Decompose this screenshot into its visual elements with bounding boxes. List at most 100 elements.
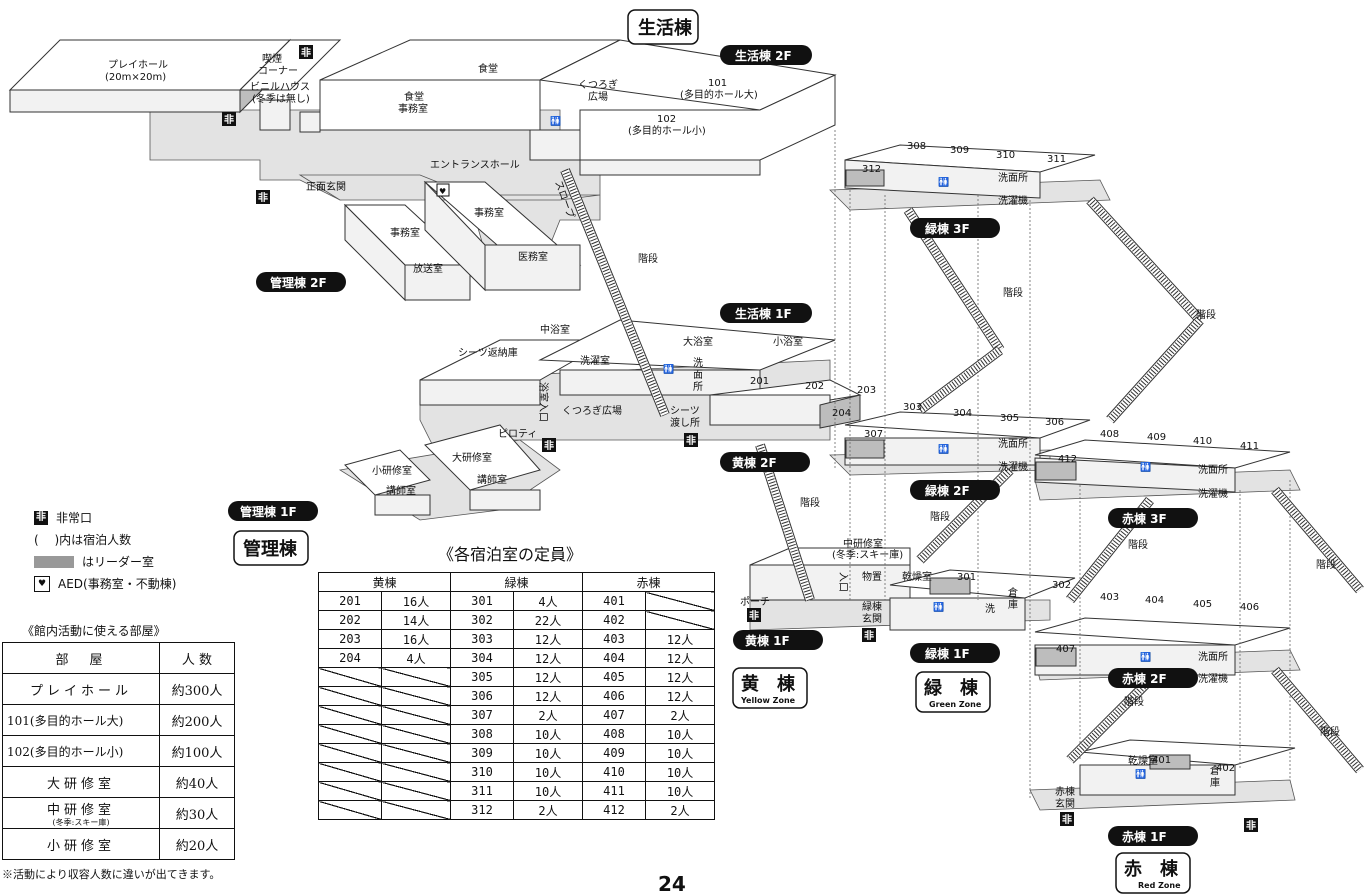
label-hall-101: 101 xyxy=(708,78,727,89)
label-washroom-3: 所 xyxy=(693,381,703,393)
room-number-cell: 310 xyxy=(450,762,514,782)
capacity-cell xyxy=(381,762,451,782)
svg-text:生活棟: 生活棟 xyxy=(638,17,693,39)
capacity-cell: 12人 xyxy=(645,667,715,687)
label-kutsurogi-2f-2: 広場 xyxy=(588,90,608,103)
label-stairs-main: 階段 xyxy=(638,252,658,265)
capacity-header-row: 黄棟 緑棟 赤棟 xyxy=(318,572,715,592)
svg-text:非: 非 xyxy=(1062,813,1072,826)
room-number-cell: 405 xyxy=(582,667,646,687)
svg-text:Yellow Zone: Yellow Zone xyxy=(740,696,796,705)
room-number-cell: 407 xyxy=(582,705,646,725)
label-storage: 物置 xyxy=(862,570,882,583)
room-number-cell: 404 xyxy=(582,648,646,668)
room-number-cell: 302 xyxy=(450,610,514,630)
label-office-b: 事務室 xyxy=(474,206,504,219)
exit-icon: 非 xyxy=(747,608,761,622)
label-drying-red: 乾燥室 xyxy=(1128,754,1158,767)
room-number-cell xyxy=(318,781,382,801)
room-count: 約30人 xyxy=(159,797,235,829)
table-row: 102(多目的ホール小)約100人 xyxy=(2,735,235,767)
capacity-cell: 12人 xyxy=(645,686,715,706)
room-412: 412 xyxy=(1058,454,1077,465)
svg-text:緑 棟: 緑 棟 xyxy=(924,677,979,699)
capacity-cell: 10人 xyxy=(645,724,715,744)
room-number-cell: 408 xyxy=(582,724,646,744)
pill-red-1f: 赤棟 1F xyxy=(1108,826,1198,846)
room-number-cell xyxy=(318,686,382,706)
capacity-cell: 22人 xyxy=(513,610,583,630)
svg-text:赤 棟: 赤 棟 xyxy=(1124,858,1179,880)
label-medical: 医務室 xyxy=(518,250,548,263)
label-washroom-r2: 洗面所 xyxy=(1198,651,1228,663)
room-307: 307 xyxy=(864,429,883,440)
exit-icons: 非 非 非 非 非 非 非 非 非 xyxy=(222,45,1258,832)
capacity-cell xyxy=(381,800,451,820)
label-warehouse-green-2: 庫 xyxy=(1008,598,1018,611)
title-life: 生活棟 xyxy=(627,9,699,45)
svg-text:赤棟 2F: 赤棟 2F xyxy=(1122,671,1167,686)
svg-text:緑棟 1F: 緑棟 1F xyxy=(925,646,970,661)
room-number-cell xyxy=(318,667,382,687)
label-lecturer-1: 講師室 xyxy=(386,484,416,497)
room-number-cell: 411 xyxy=(582,781,646,801)
label-stairs-r3: 階段 xyxy=(1316,558,1336,571)
room-number-cell: 402 xyxy=(582,610,646,630)
svg-text:緑棟 3F: 緑棟 3F xyxy=(925,221,970,236)
svg-text:Red Zone: Red Zone xyxy=(1138,881,1181,890)
room-number-cell: 406 xyxy=(582,686,646,706)
capacity-cell xyxy=(381,724,451,744)
svg-text:Green Zone: Green Zone xyxy=(929,700,982,709)
toilet-icon: 🚻 xyxy=(933,601,944,613)
label-stairs-g2: 階段 xyxy=(930,510,950,523)
room-310: 310 xyxy=(996,150,1015,161)
capacity-table-title: 《各宿泊室の定員》 xyxy=(438,545,583,564)
capacity-cell: 10人 xyxy=(513,743,583,763)
room-name: 101(多目的ホール大) xyxy=(2,704,160,736)
room-count: 約20人 xyxy=(159,828,235,860)
room-number-cell: 306 xyxy=(450,686,514,706)
capacity-cell xyxy=(381,667,451,687)
label-dining: 食堂 xyxy=(478,62,498,75)
pill-admin-1f: 管理棟 1F xyxy=(228,501,318,521)
toilet-icon: 🚻 xyxy=(550,115,561,127)
room-407: 407 xyxy=(1056,644,1075,655)
label-big-bath: 大浴室 xyxy=(683,335,713,348)
room-404: 404 xyxy=(1145,595,1164,606)
life-building-1f xyxy=(338,319,862,521)
room-name-sub: (冬季:スキー庫) xyxy=(52,818,110,827)
pill-green-3f: 緑棟 3F xyxy=(910,218,1000,238)
legend-exit: 非非常口 xyxy=(34,507,176,529)
room-number-cell xyxy=(318,762,382,782)
capacity-cell: 12人 xyxy=(645,648,715,668)
label-hall-102: 102 xyxy=(657,114,676,125)
capacity-cell: 10人 xyxy=(645,762,715,782)
room-number-cell xyxy=(318,724,382,744)
room-204: 204 xyxy=(832,408,851,419)
label-playhall-size: (20m×20m) xyxy=(105,72,166,83)
table-row: プレイホール約300人 xyxy=(2,673,235,705)
label-stairs-r5: 階段 xyxy=(1320,725,1340,738)
rooms-note: ※活動により収容人数に違いが出てきます。 xyxy=(2,868,221,881)
svg-text:黄棟 2F: 黄棟 2F xyxy=(732,455,777,470)
room-302: 302 xyxy=(1052,580,1071,591)
label-red-entrance-2: 玄関 xyxy=(1055,797,1075,810)
room-303: 303 xyxy=(903,402,922,413)
label-smoking-2: コーナー xyxy=(258,65,298,77)
capacity-cell xyxy=(645,610,715,630)
svg-text:非: 非 xyxy=(301,46,311,59)
room-count: 約40人 xyxy=(159,766,235,798)
label-laundry-room: 洗濯室 xyxy=(580,354,610,367)
capacity-cell: 12人 xyxy=(513,686,583,706)
svg-text:赤棟 1F: 赤棟 1F xyxy=(1122,829,1167,844)
room-201: 201 xyxy=(750,376,769,387)
leader-room-swatch xyxy=(34,556,74,568)
label-red-entrance-1: 赤棟 xyxy=(1055,785,1075,798)
legend-leader: はリーダー室 xyxy=(34,551,176,573)
toilet-icon: 🚻 xyxy=(1135,768,1146,780)
